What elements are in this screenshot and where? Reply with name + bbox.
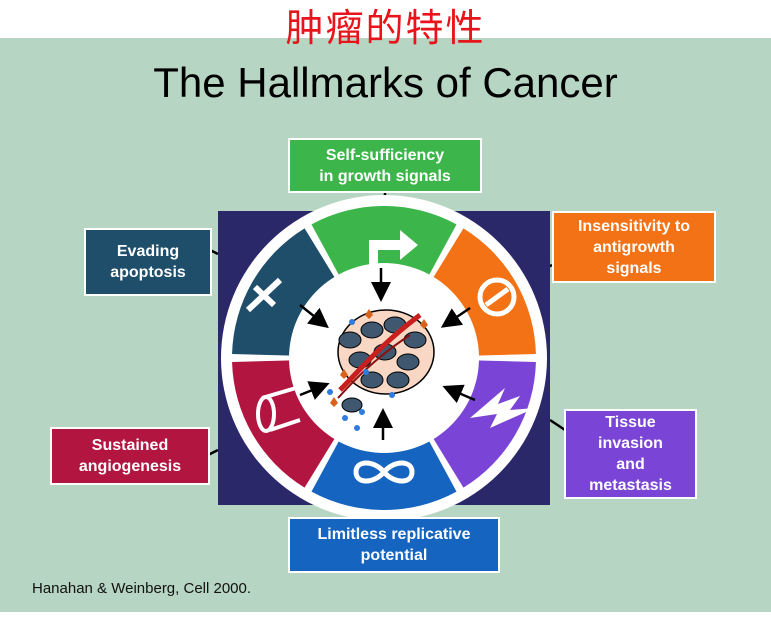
connector-invasion [549,418,566,432]
tumor-cluster [327,309,435,431]
infinity-icon [353,460,415,484]
wheel-segments [232,205,536,510]
center-arrows [299,268,476,440]
cross-icon [245,277,283,313]
hallmark-box-self-sufficiency: Self-sufficiency in growth signals [288,138,482,193]
hallmark-box-angiogenesis: Sustained angiogenesis [50,427,210,485]
hallmark-box-evading-apoptosis: Evading apoptosis [84,228,212,296]
no-entry-icon [477,277,517,317]
citation: Hanahan & Weinberg, Cell 2000. [32,580,252,597]
hallmark-box-insensitivity: Insensitivity to antigrowth signals [552,211,716,283]
chinese-title: 肿瘤的特性 [285,6,486,50]
hallmark-box-replicative-potential: Limitless replicative potential [288,517,500,573]
jagged-icon [470,388,535,428]
main-title: The Hallmarks of Cancer [153,59,618,106]
vessel-icon [256,386,301,433]
arrow-icon [369,230,418,268]
hallmark-box-invasion: Tissue invasion and metastasis [564,409,697,499]
